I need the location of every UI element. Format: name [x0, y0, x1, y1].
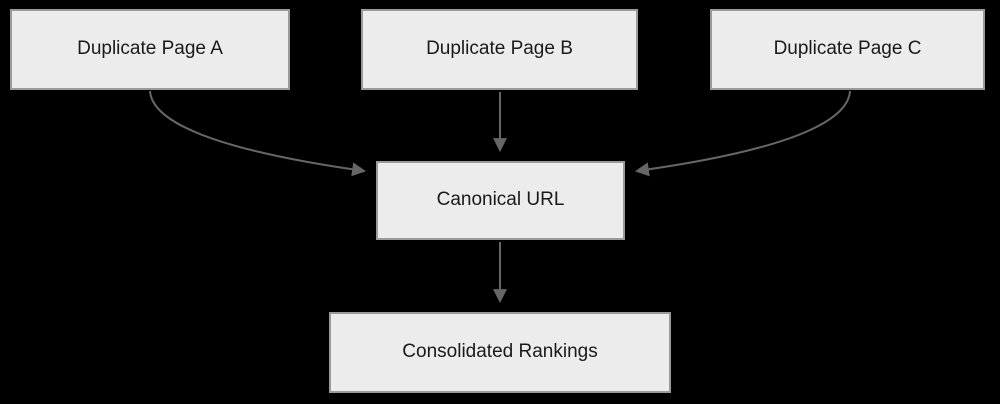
node-duplicate-page-a: Duplicate Page A	[10, 9, 290, 90]
node-canonical-url-label: Canonical URL	[436, 189, 565, 211]
node-duplicate-page-c: Duplicate Page C	[710, 9, 985, 90]
node-duplicate-page-c-label: Duplicate Page C	[773, 38, 922, 60]
node-duplicate-page-b: Duplicate Page B	[361, 9, 638, 90]
node-canonical-url: Canonical URL	[376, 161, 625, 240]
node-consolidated-rankings-label: Consolidated Rankings	[402, 341, 598, 363]
node-consolidated-rankings: Consolidated Rankings	[329, 312, 671, 393]
node-duplicate-page-b-label: Duplicate Page B	[426, 38, 573, 60]
node-duplicate-page-a-label: Duplicate Page A	[77, 38, 223, 60]
edge-c-to-canonical	[634, 90, 851, 177]
edge-a-to-canonical	[149, 90, 367, 177]
